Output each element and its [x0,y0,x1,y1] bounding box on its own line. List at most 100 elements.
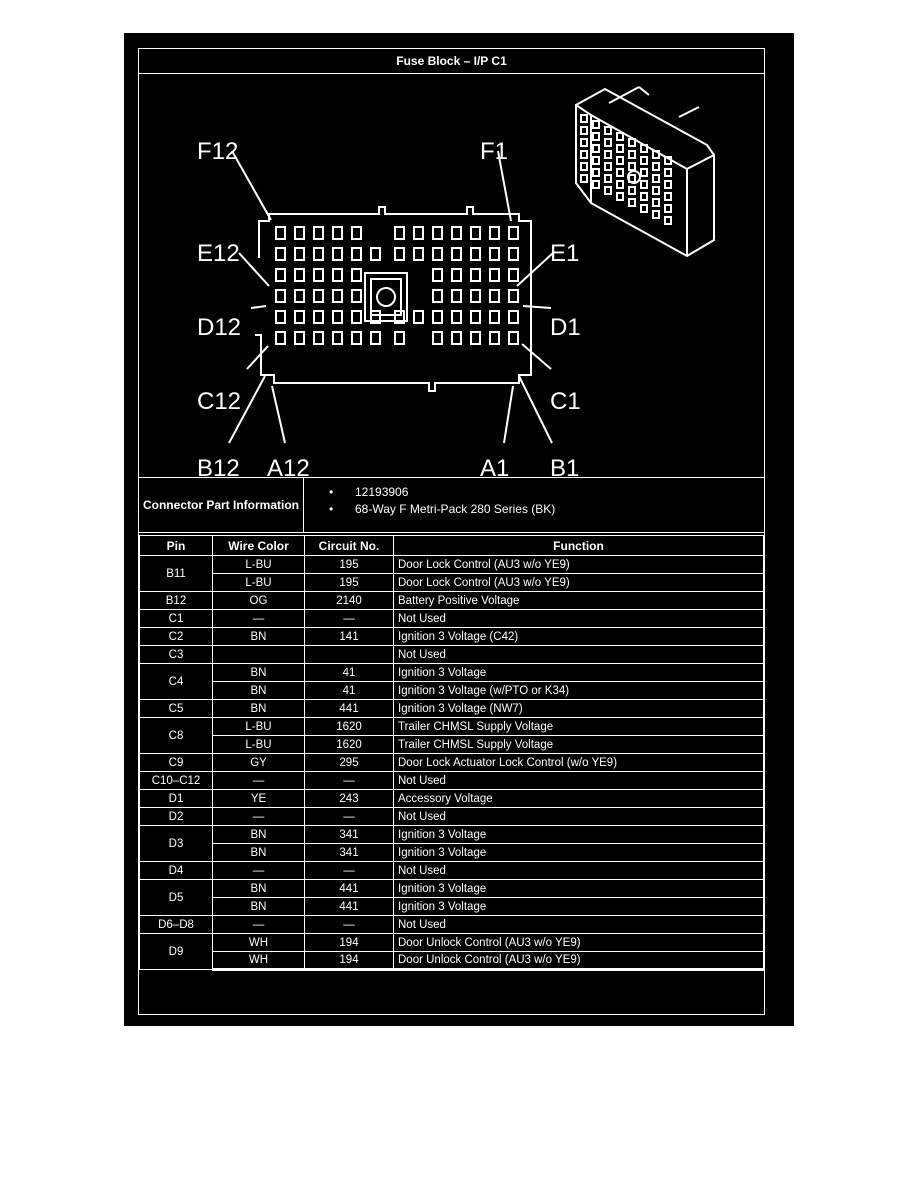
iso-pin-cavity [652,186,660,195]
iso-pin-cavity [616,180,624,189]
callout-a1: A1 [480,455,509,477]
callout-d12: D12 [197,314,241,341]
pin-cell: C2 [139,627,213,646]
circuit-no-cell: 441 [304,897,394,916]
circuit-no-cell: 243 [304,789,394,808]
iso-pin-cavity [580,114,588,123]
function-cell: Not Used [393,915,764,934]
pin-cavity [489,289,500,303]
pin-cell: C8 [139,717,213,754]
table-row: C3 Not Used [139,645,764,664]
iso-pin-cavity [640,144,648,153]
iso-pin-cavity [592,120,600,129]
pin-cavity [508,331,519,345]
function-cell: Ignition 3 Voltage [393,897,764,916]
connector-info-label: Connector Part Information [139,478,304,532]
pin-cell: D3 [139,825,213,862]
wire-color-cell: — [212,915,305,934]
pin-cell: D4 [139,861,213,880]
iso-pin-cavity [604,174,612,183]
pin-cell: C3 [139,645,213,664]
callout-b1: B1 [550,455,579,477]
pin-cavity [351,331,362,345]
pin-cavity [275,331,286,345]
iso-pin-cavity [616,144,624,153]
circuit-no-cell: 341 [304,843,394,862]
pin-cavity [275,289,286,303]
iso-pin-cavity [640,204,648,213]
pin-cavity [451,268,462,282]
pin-cavity [413,226,424,240]
iso-pin-cavity [604,126,612,135]
table-row: C1——Not Used [139,609,764,628]
pin-cavity [294,310,305,324]
function-cell: Not Used [393,609,764,628]
pin-cavity [489,268,500,282]
pin-cavity [508,247,519,261]
circuit-no-cell: 441 [304,879,394,898]
iso-pin-cavity [592,132,600,141]
wire-color-cell: BN [212,699,305,718]
page-title: Fuse Block – I/P C1 [139,49,764,74]
iso-pin-cavity [640,192,648,201]
pin-cavity [351,289,362,303]
iso-pin-cavity [616,156,624,165]
function-cell: Door Lock Control (AU3 w/o YE9) [393,555,764,574]
pin-cell: D6–D8 [139,915,213,934]
wire-color-cell: — [212,861,305,880]
iso-pin-cavity [652,162,660,171]
circuit-no-cell: 141 [304,627,394,646]
wire-color-cell: BN [212,825,305,844]
pin-cavity [489,247,500,261]
circuit-no-cell: 1620 [304,735,394,754]
wire-color-cell: BN [212,663,305,682]
pin-cell: B11 [139,555,213,592]
wire-color-cell: — [212,807,305,826]
function-cell: Not Used [393,645,764,664]
connector-info-list: 12193906 68-Way F Metri-Pack 280 Series … [329,484,555,518]
iso-pin-cavity [616,168,624,177]
connector-frame: Fuse Block – I/P C1 [138,48,765,1015]
callout-c12: C12 [197,388,241,415]
circuit-no-cell: — [304,861,394,880]
pin-cavity [489,310,500,324]
pin-cavity [432,289,443,303]
pin-cavity [351,247,362,261]
pin-cavity [313,310,324,324]
wire-color-cell: WH [212,933,305,952]
circuit-no-cell: 1620 [304,717,394,736]
circuit-no-cell: 295 [304,753,394,772]
pin-cavity [313,331,324,345]
wire-color-cell: — [212,609,305,628]
callout-f1: F1 [480,138,508,165]
pin-cavity [413,247,424,261]
wire-color-cell [212,645,305,664]
table-row: C10–C12——Not Used [139,771,764,790]
callout-f12: F12 [197,138,238,165]
pin-cavity [508,310,519,324]
iso-pin-cavity [604,186,612,195]
pin-cavity [451,289,462,303]
connector-face-drawing: F12 F1 E12 E1 D12 D1 C12 C1 B12 A12 A1 B… [197,86,715,477]
iso-pin-cavity [628,138,636,147]
wire-color-cell: WH [212,951,305,971]
pin-cavity [332,247,343,261]
iso-pin-cavity [592,156,600,165]
function-cell: Not Used [393,861,764,880]
pin-cavity [332,268,343,282]
header-pin: Pin [139,535,213,556]
document-sheet: Fuse Block – I/P C1 [124,33,794,1026]
wire-color-cell: L-BU [212,573,305,592]
pin-cavity [451,247,462,261]
pin-cavity [413,310,424,324]
pin-cavity [451,331,462,345]
pin-cell: C4 [139,663,213,700]
function-cell: Not Used [393,771,764,790]
iso-pin-cavity [616,192,624,201]
circuit-no-cell: 41 [304,681,394,700]
pin-cavity [394,310,405,324]
function-cell: Trailer CHMSL Supply Voltage [393,735,764,754]
pin-cavity [451,310,462,324]
